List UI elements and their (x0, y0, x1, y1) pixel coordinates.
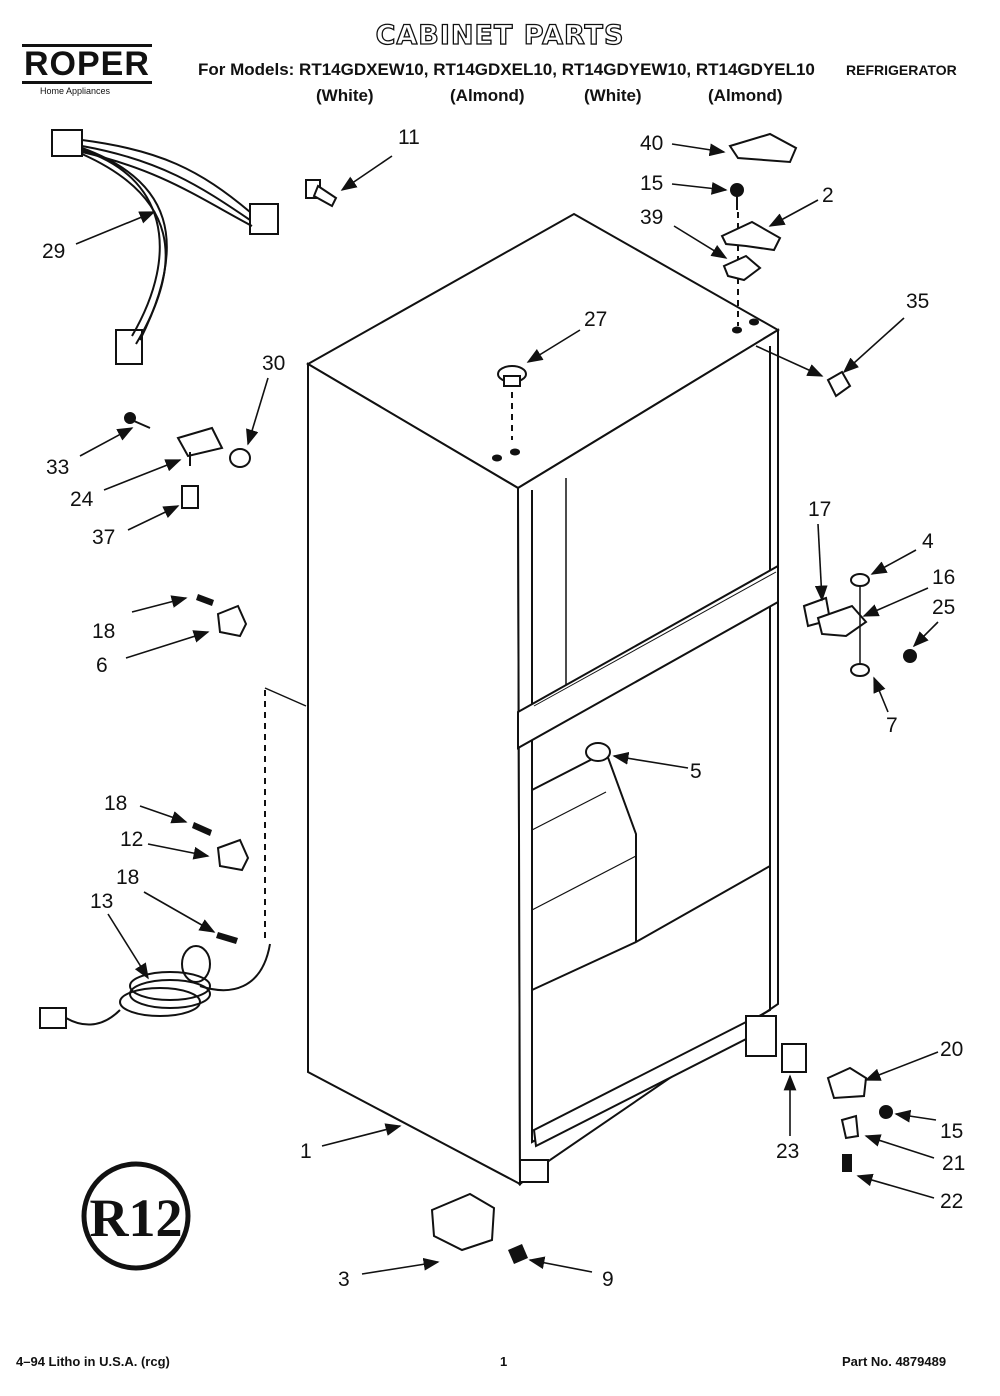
screw-part-18-middle (192, 822, 212, 836)
hinge-pin-part-21 (840, 1114, 860, 1140)
callout-21: 21 (942, 1152, 965, 1175)
product-type: REFRIGERATOR (846, 62, 957, 78)
callout-5: 5 (690, 760, 702, 783)
color-label-2: (Almond) (450, 86, 525, 105)
screw-part-15-top (730, 183, 744, 210)
screw-part-22 (842, 1154, 852, 1172)
cabinet (305, 212, 780, 1187)
footer-page-number: 1 (500, 1354, 508, 1369)
callout-12: 12 (120, 828, 143, 851)
cabinet-front (516, 328, 779, 1187)
screw-part-9 (508, 1244, 528, 1264)
color-label-4: (Almond) (708, 86, 783, 105)
callout-35: 35 (906, 290, 929, 313)
cabinet-left-side (307, 362, 522, 1186)
models-line: For Models: RT14GDXEW10, RT14GDXEL10, RT… (198, 60, 815, 79)
callout-22: 22 (940, 1190, 963, 1213)
callout-15-top: 15 (640, 172, 663, 195)
spacer-part-37 (181, 485, 199, 509)
clip-part-12 (216, 838, 250, 872)
brand-logo-block: ROPER Home Appliances (22, 44, 172, 96)
color-label-1: (White) (316, 86, 374, 105)
power-cord-part (39, 943, 271, 1029)
callout-27: 27 (584, 308, 607, 331)
callout-17: 17 (808, 498, 831, 521)
callout-40: 40 (640, 132, 663, 155)
lower-hinge-bracket (745, 1015, 777, 1057)
plug-part-5 (585, 742, 611, 762)
screw-part-15-bottom (879, 1105, 893, 1119)
callout-16: 16 (932, 566, 955, 589)
r12-refrigerant-badge: R12 (81, 1161, 191, 1271)
callout-11: 11 (398, 126, 420, 149)
page-title: CABINET PARTS (375, 19, 625, 51)
hinge-shim-part (722, 254, 762, 282)
callout-4: 4 (922, 530, 934, 553)
callout-24: 24 (70, 488, 94, 511)
footer-part-number: Part No. 4879489 (842, 1354, 947, 1369)
callout-13: 13 (90, 890, 113, 913)
screw-part-25 (903, 649, 917, 663)
callout-3: 3 (338, 1268, 350, 1291)
callout-1: 1 (300, 1140, 312, 1163)
screw-part-33 (124, 412, 151, 429)
callout-25: 25 (932, 596, 955, 619)
callout-2: 2 (822, 184, 834, 207)
hinge-shim-part-23 (781, 1043, 807, 1073)
callout-15-bottom: 15 (940, 1120, 963, 1143)
callout-6: 6 (96, 654, 108, 677)
callout-29: 29 (42, 240, 65, 263)
center-hinge-part (816, 604, 868, 638)
washer-part-7 (850, 663, 870, 677)
inner-step-lower (531, 865, 771, 991)
callout-37: 37 (92, 526, 115, 549)
plug-part-35 (826, 370, 852, 398)
callout-30: 30 (262, 352, 285, 375)
hole-plug-part (497, 365, 527, 387)
washer-part-30 (229, 448, 251, 468)
inner-step-upper (531, 750, 637, 942)
callout-39: 39 (640, 206, 663, 229)
top-hinge-part (720, 220, 782, 252)
callout-23: 23 (776, 1140, 799, 1163)
bracket-part-24 (176, 426, 224, 466)
callout-20: 20 (940, 1038, 963, 1061)
footer-print-info: 4–94 Litho in U.S.A. (rcg) (16, 1354, 170, 1369)
callout-18-lower: 18 (116, 866, 139, 889)
screw-part-18-lower (216, 932, 238, 944)
brand-tagline: Home Appliances (40, 86, 111, 96)
badge-label: R12 (90, 1188, 183, 1248)
callout-18-middle: 18 (104, 792, 127, 815)
callout-7: 7 (886, 714, 898, 737)
clip-part-6 (216, 604, 248, 638)
callout-33: 33 (46, 456, 69, 479)
divider-mullion (517, 564, 779, 750)
callout-9: 9 (602, 1268, 614, 1291)
screw-part-18-upper (196, 594, 214, 606)
brand-logo: ROPER (22, 44, 152, 84)
leveler-bracket-part (430, 1192, 496, 1252)
color-label-3: (White) (584, 86, 642, 105)
hinge-cover-part (728, 132, 798, 164)
bottom-hinge-part (826, 1066, 868, 1100)
callout-18-upper: 18 (92, 620, 115, 643)
washer-part-4 (850, 573, 870, 587)
wire-harness-part (51, 129, 279, 365)
screw-part-11 (305, 179, 338, 208)
